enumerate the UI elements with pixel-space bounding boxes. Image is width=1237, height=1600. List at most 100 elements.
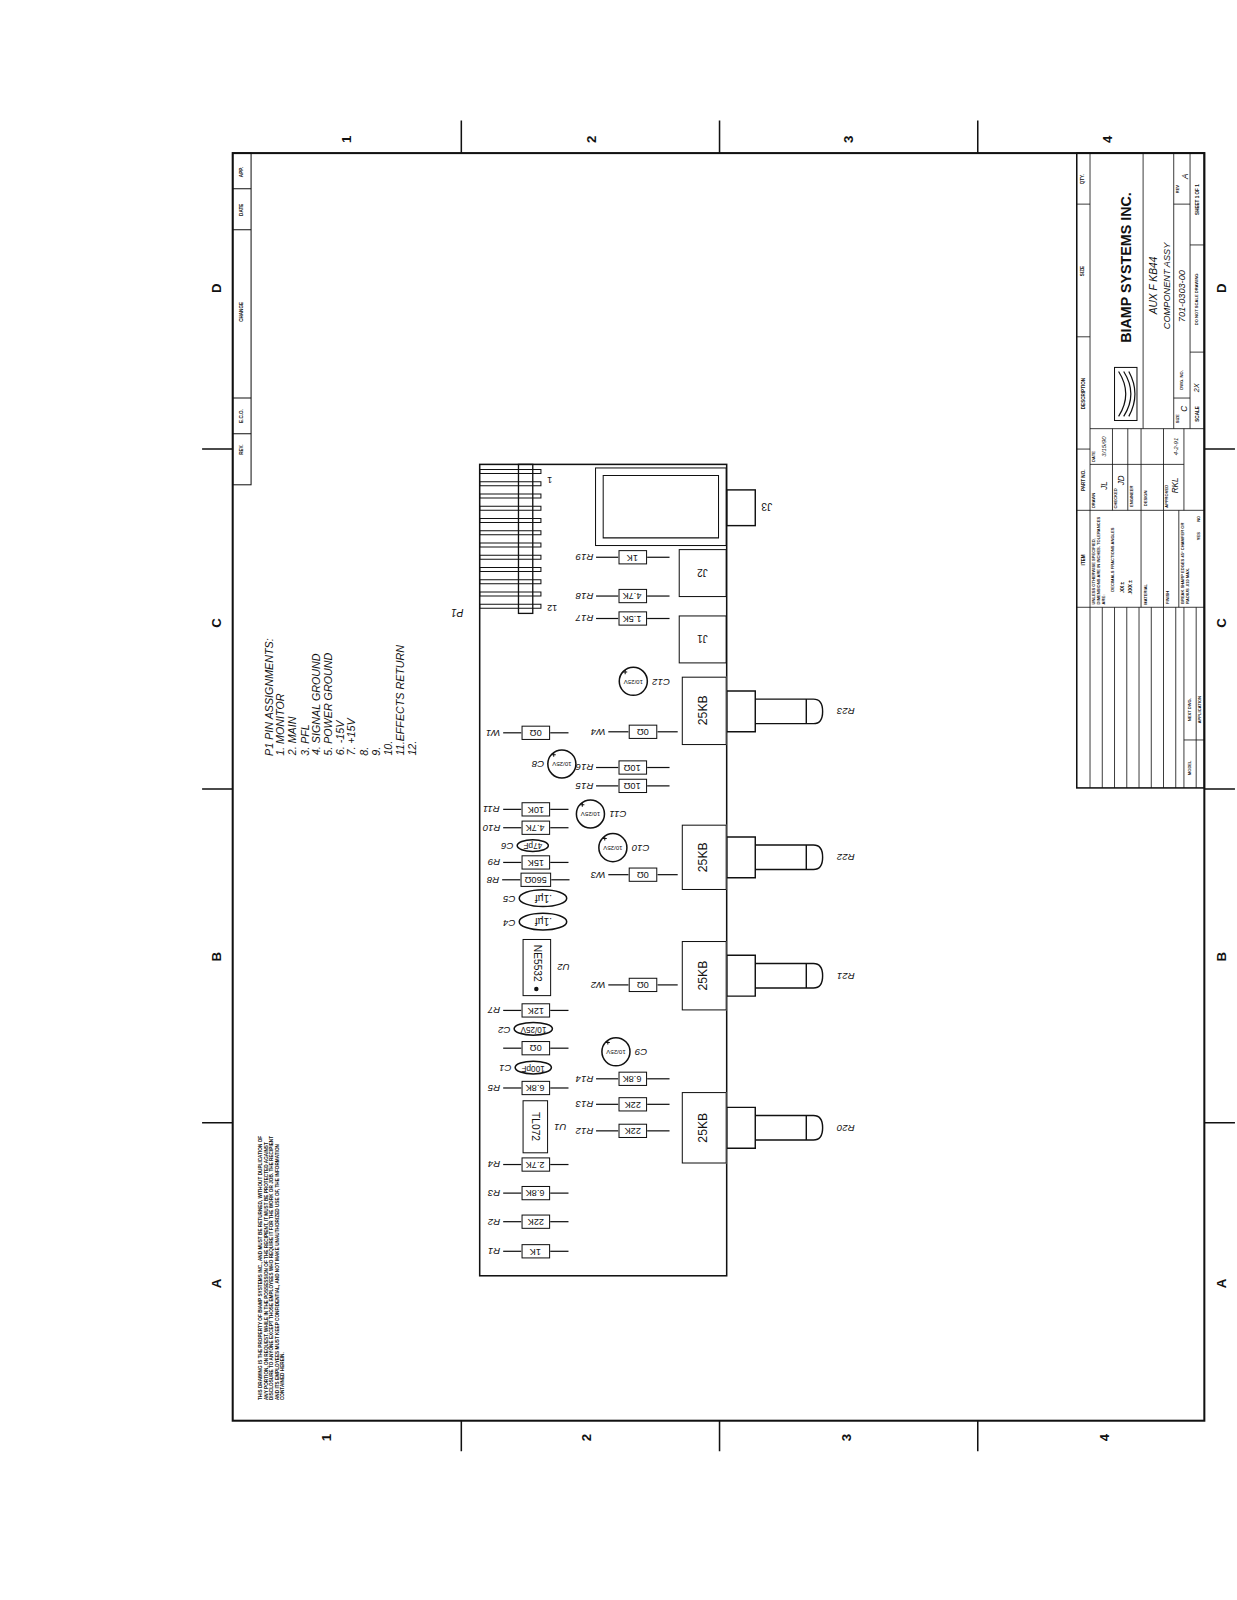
lead-wire: [550, 1221, 568, 1222]
reference-designator: R17: [575, 612, 593, 623]
reference-designator: C9: [634, 1046, 646, 1057]
title-block-text: DATE: [1092, 451, 1097, 462]
reference-designator: R20: [836, 1122, 854, 1133]
lead-wire: [550, 1010, 568, 1011]
lead-wire: [503, 1251, 521, 1252]
capacitor-outline: [514, 1022, 552, 1035]
part-value: 0Ω: [529, 1043, 541, 1054]
capacitor-outline: [515, 1061, 551, 1074]
lead-wire: [657, 984, 677, 985]
reference-designator: U2: [557, 961, 569, 972]
zone-marker: C: [209, 618, 224, 628]
lead-wire: [550, 809, 568, 810]
reference-designator: C11: [609, 808, 626, 819]
pin-assignment: 2. MAIN: [286, 717, 298, 756]
reference-designator: C1: [499, 1062, 511, 1073]
lead-wire: [503, 1087, 521, 1088]
resistor-box: 10ΩR16: [619, 760, 648, 774]
part-value: J1: [697, 633, 708, 645]
lead-wire: [608, 984, 628, 985]
lead-wire: [551, 879, 569, 880]
lead-wire: [596, 1078, 618, 1079]
title-block-text: QTY.: [1080, 174, 1085, 184]
polarity-mark: [551, 752, 555, 756]
part-value: 0Ω: [636, 726, 648, 737]
revision-block: [233, 153, 251, 485]
capacitor-outline: [547, 749, 575, 777]
jack-outline: J3: [595, 467, 727, 546]
resistor-box: 1KR19: [619, 550, 648, 564]
resistor-box: 1KR1: [522, 1244, 551, 1258]
title-block-text: ENGINEER: [1129, 485, 1134, 506]
part-value: 4.7K: [623, 590, 642, 601]
part-value: 4.7K: [526, 822, 545, 833]
part-value: .1µf: [534, 916, 551, 928]
title-block-text: SIZE: [1080, 265, 1085, 275]
lead-wire: [502, 879, 520, 880]
polarity-mark: [623, 670, 627, 674]
revision-header: REV.: [239, 444, 244, 454]
resistor-box: 1.5KR17: [619, 611, 648, 625]
zone-marker: 2: [584, 135, 599, 142]
proprietary-note: THIS DRAWING IS THE PROPERTY OF BIAMP SY…: [257, 1133, 285, 1400]
reference-designator: C8: [531, 758, 543, 769]
part-value: 0Ω: [636, 979, 648, 990]
lead-wire: [503, 732, 521, 733]
lead-wire: [503, 1048, 521, 1049]
resistor-box: 10ΩR15: [619, 779, 648, 793]
part-value: 10/25V: [623, 677, 642, 684]
jack-barrel: [727, 490, 756, 526]
resistor-box: 6.8KR3: [522, 1186, 551, 1200]
lead-wire: [596, 618, 618, 619]
ceramic-capacitor: .1µfC5: [518, 889, 567, 907]
title-block-text: UNLESS OTHERWISE SPECIFIED, DIMENSIONS A…: [1092, 515, 1107, 605]
reference-designator: R23: [836, 705, 854, 716]
capacitor-outline: [519, 890, 566, 907]
ceramic-capacitor: 10/25VC2: [513, 1022, 553, 1036]
title-block-text: MATERIAL: [1144, 583, 1149, 604]
lead-wire: [647, 1078, 669, 1079]
title-block-text: AUX F KB44: [1147, 257, 1159, 315]
lead-wire: [647, 1104, 669, 1105]
reference-designator: R21: [836, 970, 854, 981]
part-value: 12K: [527, 1005, 543, 1016]
title-block-text: JD: [1117, 475, 1126, 485]
part-value: 10/25V: [580, 810, 599, 817]
title-block-text: PART NO.: [1080, 469, 1085, 491]
ceramic-capacitor: .1µfC4: [518, 912, 567, 930]
lead-wire: [596, 595, 618, 596]
title-block-text: REV: [1176, 184, 1181, 192]
potentiometer-body: 25KBR20: [682, 1092, 727, 1163]
reference-designator: C10: [631, 842, 649, 853]
lead-wire: [550, 862, 568, 863]
zone-marker: A: [209, 1278, 224, 1288]
lead-wire: [647, 767, 669, 768]
resistor-box: 22KR12: [619, 1124, 648, 1138]
resistor-box: 2.7KR4: [522, 1157, 551, 1171]
resistor-box: 15KR9: [522, 855, 551, 869]
jack-inner-outline: [603, 476, 718, 538]
lead-wire: [503, 1221, 521, 1222]
reference-designator: R9: [487, 856, 499, 867]
title-block-text: FINISH: [1165, 590, 1170, 603]
reference-designator: R13: [575, 1098, 593, 1109]
lead-wire: [503, 809, 521, 810]
title-block-text: DRAWN: [1092, 492, 1097, 507]
capacitor-outline: [519, 913, 566, 930]
part-value: 25KB: [697, 1112, 711, 1142]
connector-label: 1: [547, 475, 552, 486]
reference-designator: U1: [554, 1121, 566, 1132]
potentiometer-shaft: [727, 837, 823, 878]
reference-designator: R11: [482, 803, 499, 814]
potentiometer-shaft: [727, 1107, 823, 1148]
reference-designator: R18: [575, 590, 593, 601]
reference-designator: C4: [503, 916, 515, 927]
pin-assignment: 4. SIGNAL GROUND: [310, 653, 322, 755]
reference-designator: W2: [590, 979, 605, 990]
resistor-box: 12KR7: [522, 1003, 551, 1017]
part-value: J3: [761, 500, 772, 512]
reference-designator: R14: [575, 1073, 593, 1084]
title-block-text: DO NOT SCALE DRAWING: [1195, 273, 1200, 325]
electrolytic-capacitor: 10/25VC11: [575, 799, 605, 829]
